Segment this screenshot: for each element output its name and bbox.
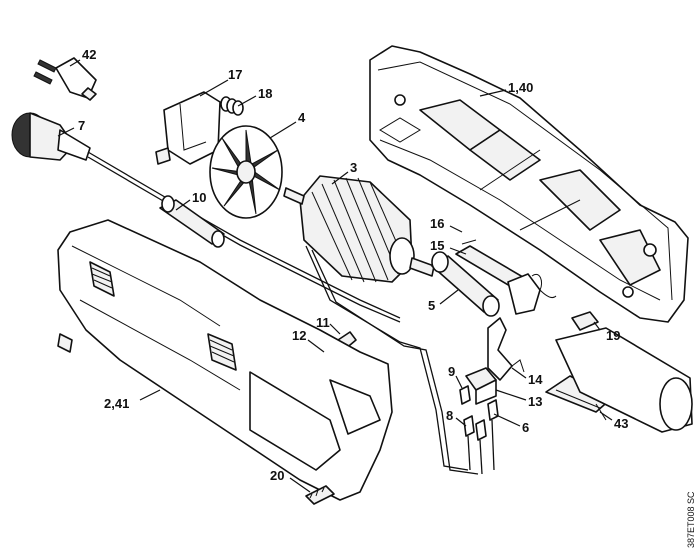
switch-part[interactable] (465, 367, 497, 405)
handle-piece-part[interactable] (545, 375, 613, 421)
callout-17: 17 (228, 67, 242, 82)
armature-part[interactable] (283, 175, 479, 475)
callout-2-41: 2,41 (104, 396, 129, 411)
clip-part[interactable] (571, 311, 599, 331)
callout-4: 4 (298, 110, 306, 125)
callout-3: 3 (350, 160, 357, 175)
cord-sleeve-part[interactable] (159, 195, 225, 248)
callout-16: 16 (430, 216, 444, 231)
fan-part[interactable] (209, 125, 283, 219)
handle-tube-part[interactable] (555, 327, 693, 433)
callout-18: 18 (258, 86, 272, 101)
leader-lines (57, 59, 613, 493)
callout-6: 6 (522, 420, 529, 435)
callout-19: 19 (606, 328, 620, 343)
callout-11: 11 (316, 315, 330, 330)
callout-15: 15 (430, 238, 444, 253)
housing-half-part[interactable] (369, 45, 689, 323)
callout-13: 13 (528, 394, 542, 409)
callout-labels: 42 17 18 7 4 1,40 3 10 16 15 5 11 12 19 … (78, 47, 628, 483)
switch-lever-part[interactable] (487, 317, 525, 381)
bracket-part[interactable] (155, 91, 221, 165)
power-cord-part[interactable] (11, 112, 401, 323)
plug-part[interactable] (33, 57, 97, 101)
callout-1-40: 1,40 (508, 80, 533, 95)
callout-14: 14 (528, 372, 543, 387)
callout-5: 5 (428, 298, 435, 313)
callout-8: 8 (446, 408, 453, 423)
housing-cover-part[interactable] (57, 219, 393, 501)
callout-12: 12 (292, 328, 306, 343)
callout-43: 43 (614, 416, 628, 431)
callout-9: 9 (448, 364, 455, 379)
brush-holder-part[interactable] (455, 239, 557, 315)
spring-part[interactable] (220, 96, 244, 116)
screw-20-part[interactable] (305, 485, 335, 505)
callout-20: 20 (270, 468, 284, 483)
tube-part[interactable] (431, 251, 500, 317)
callout-7: 7 (78, 118, 85, 133)
callout-42: 42 (82, 47, 96, 62)
callout-10: 10 (192, 190, 206, 205)
drawing-code: 387ET008 SC (686, 491, 696, 548)
